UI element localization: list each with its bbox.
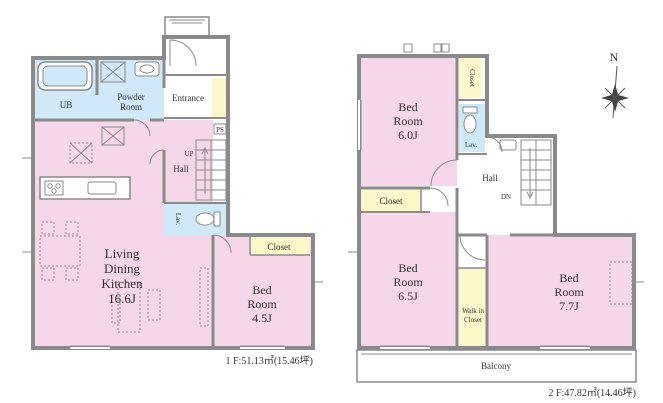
ldk-label-4: 16.6J xyxy=(108,291,136,306)
ldk-label-2: Dining xyxy=(104,261,141,276)
entrance-label: Entrance xyxy=(172,93,204,103)
ps-label: PS xyxy=(216,126,224,134)
bedroom-60-label-1: Bed xyxy=(398,100,417,114)
ub-label: UB xyxy=(60,100,73,110)
cooktop xyxy=(44,180,64,196)
kitchen-sink xyxy=(87,181,117,195)
up-label: UP xyxy=(185,150,194,158)
dn-label: DN xyxy=(501,193,511,201)
entrance-storage xyxy=(212,78,227,118)
balcony-label: Balcony xyxy=(481,361,511,371)
hall-2f-label: Hall xyxy=(482,173,498,183)
bedroom-65-label-2: Room xyxy=(393,275,423,289)
powder-room-label-2: Room xyxy=(120,102,142,112)
first-floor-outer-wall xyxy=(31,35,315,350)
ldk-label-1: Living xyxy=(105,246,140,261)
bedroom-45-label-2: Room xyxy=(247,297,277,311)
walkin-closet-label-1: Walk in xyxy=(462,307,484,315)
bedroom-77-floor xyxy=(487,235,634,348)
closet-v-floor xyxy=(459,58,481,98)
bedroom-60-label-3: 6.0J xyxy=(398,128,418,142)
closet-1f-floor xyxy=(250,237,310,255)
closet-h-floor xyxy=(361,190,421,212)
balcony xyxy=(356,349,637,383)
dining-set xyxy=(39,221,161,333)
ldk-label-3: Kitchen xyxy=(101,276,143,291)
first-floor-stair xyxy=(195,139,227,201)
bedroom-45-label-3: 4.5J xyxy=(252,311,272,325)
walkin-closet-label-2: Closet xyxy=(464,316,482,324)
bedroom-77-label-1: Bed xyxy=(559,271,578,285)
powder-room-label-1: Powder xyxy=(117,92,145,102)
bedroom-65-label-1: Bed xyxy=(398,261,417,275)
lav-2f-label: Lav. xyxy=(465,141,477,149)
first-floor-caption: 1 F:51.13㎡(15.46坪) xyxy=(226,354,314,367)
hall-1f-label: Hall xyxy=(173,164,189,174)
bedroom-60-floor xyxy=(359,56,457,186)
lav-1f-label: Lav. xyxy=(174,213,182,225)
bedroom-65-label-3: 6.5J xyxy=(398,289,418,303)
bedroom-77-label-3: 7.7J xyxy=(559,299,579,313)
closet-1f-label: Closet xyxy=(267,242,291,252)
closet-v-label: Closet xyxy=(468,69,476,87)
bedroom-65-floor xyxy=(359,212,457,348)
bedroom-45-label-1: Bed xyxy=(252,283,271,297)
bedroom-77-label-2: Room xyxy=(554,285,584,299)
bedroom-60-label-2: Room xyxy=(393,114,423,128)
powder-room-sink xyxy=(134,61,160,77)
walkin-closet-floor xyxy=(459,268,487,348)
washer-space xyxy=(100,61,126,83)
second-floor: Bed Room 6.0J Closet Lav. Hall DN Closet… xyxy=(348,43,644,399)
compass-icon: N xyxy=(601,50,629,119)
first-floor: UB Powder Room Entrance PS UP Hall Lav. … xyxy=(22,16,323,367)
second-floor-stair xyxy=(520,139,552,206)
second-floor-caption: 2 F:47.82㎡(14.46坪) xyxy=(549,386,637,399)
closet-h-label: Closet xyxy=(379,196,403,206)
compass-north-label: N xyxy=(610,50,619,64)
